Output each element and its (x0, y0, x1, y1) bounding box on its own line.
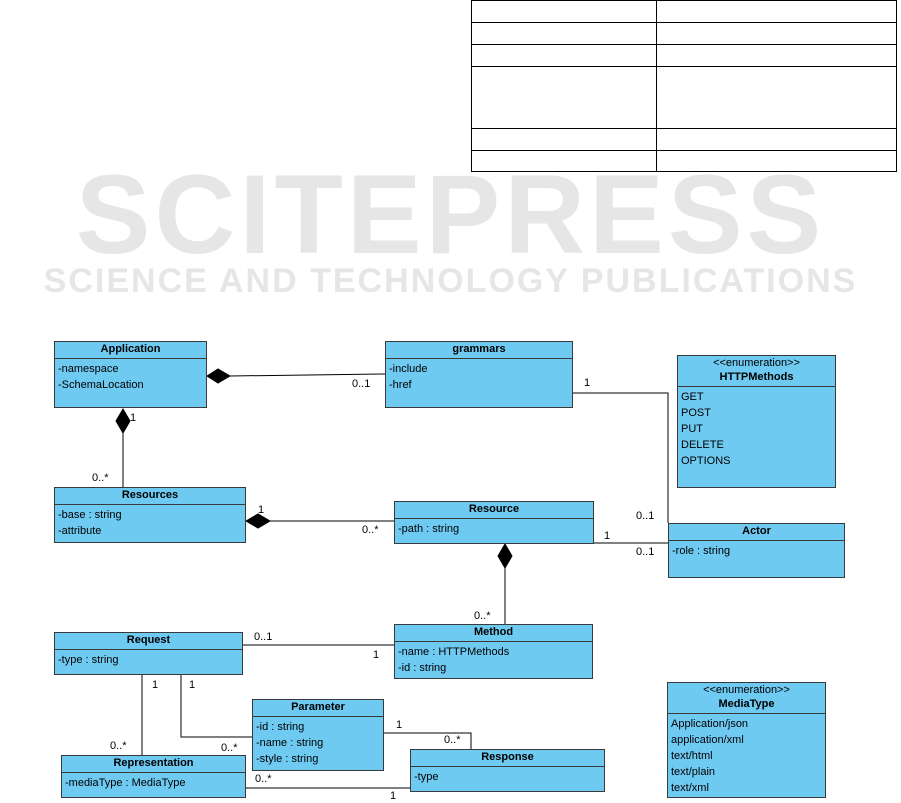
multiplicity-label: 1 (189, 679, 196, 691)
class-name: Response (411, 750, 604, 767)
multiplicity-label: 0..1 (636, 546, 655, 558)
class-attribute: -mediaType : MediaType (65, 777, 186, 789)
class-attribute: -SchemaLocation (58, 379, 144, 391)
class-name: HTTPMethods (678, 370, 835, 387)
class-attribute: -type (414, 771, 439, 783)
class-name: Method (395, 625, 592, 642)
table-row-line (472, 22, 896, 23)
class-request[interactable]: Request -type : string (54, 632, 243, 675)
class-name: Resources (55, 488, 245, 505)
header-table-grid (471, 0, 897, 172)
class-grammars[interactable]: grammars -include -href (385, 341, 573, 408)
class-name: Actor (669, 524, 844, 541)
enum-literal: application/xml (671, 734, 744, 746)
table-divider (656, 1, 657, 171)
enum-literal: text/plain (671, 766, 716, 778)
enum-literal: OPTIONS (681, 455, 731, 467)
class-attribute: -base : string (58, 509, 122, 521)
stereotype-label: <<enumeration>> (713, 357, 800, 369)
watermark-title: SCITEPRESS (75, 152, 826, 277)
class-attribute: -name : string (256, 737, 324, 749)
multiplicity-label: 0..* (92, 472, 109, 484)
class-attribute: -name : HTTPMethods (398, 646, 510, 658)
composition-diamond (245, 513, 271, 529)
multiplicity-label: 0..1 (254, 631, 273, 643)
watermark-subtitle: SCIENCE AND TECHNOLOGY PUBLICATIONS (43, 262, 858, 300)
table-row-line (472, 128, 896, 129)
class-name: MediaType (668, 697, 825, 714)
class-attribute: -namespace (58, 363, 119, 375)
class-attribute: -type : string (58, 654, 119, 666)
class-resource[interactable]: Resource -path : string (394, 501, 594, 544)
class-name: Representation (62, 756, 245, 773)
multiplicity-label: 1 (152, 679, 159, 691)
table-row-line (472, 44, 896, 45)
enum-literal: DELETE (681, 439, 724, 451)
class-resources[interactable]: Resources -base : string -attribute (54, 487, 246, 543)
stereotype-label: <<enumeration>> (703, 684, 790, 696)
class-attribute: -include (389, 363, 428, 375)
multiplicity-label: 1 (373, 649, 380, 661)
composition-diamond (497, 543, 513, 569)
multiplicity-label: 1 (130, 412, 137, 424)
class-name: Application (55, 342, 206, 359)
class-name: Parameter (253, 700, 383, 717)
class-representation[interactable]: Representation -mediaType : MediaType (61, 755, 246, 798)
class-name: grammars (386, 342, 572, 359)
class-attribute: -style : string (256, 753, 319, 765)
multiplicity-label: 0..1 (636, 510, 655, 522)
multiplicity-label: 1 (584, 377, 591, 389)
enum-literal: Application/json (671, 718, 749, 730)
multiplicity-label: 0..* (362, 524, 379, 536)
composition-diamond (206, 368, 231, 384)
table-row-line (472, 150, 896, 151)
class-parameter[interactable]: Parameter -id : string -name : string -s… (252, 699, 384, 771)
multiplicity-label: 0..* (444, 734, 461, 746)
multiplicity-label: 0..* (221, 742, 238, 754)
class-attribute: -path : string (398, 523, 460, 535)
class-actor[interactable]: Actor -role : string (668, 523, 845, 578)
class-name: Request (55, 633, 242, 650)
multiplicity-label: 1 (396, 719, 403, 731)
class-name: Resource (395, 502, 593, 519)
class-attribute: -id : string (398, 662, 447, 674)
multiplicity-label: 0..* (255, 773, 272, 785)
class-response[interactable]: Response -type (410, 749, 605, 792)
class-method[interactable]: Method -name : HTTPMethods -id : string (394, 624, 593, 679)
enum-literal: text/html (671, 750, 713, 762)
table-row-line (472, 66, 896, 67)
multiplicity-label: 1 (258, 504, 265, 516)
class-attribute: -role : string (672, 545, 731, 557)
class-attribute: -id : string (256, 721, 305, 733)
composition-diamond (115, 408, 131, 434)
multiplicity-label: 0..1 (352, 378, 371, 390)
enum-literal: GET (681, 391, 704, 403)
class-attribute: -href (389, 379, 412, 391)
enum-literal: POST (681, 407, 711, 419)
enum-literal: PUT (681, 423, 703, 435)
multiplicity-label: 0..* (110, 740, 127, 752)
enum-media-type[interactable]: <<enumeration>> MediaType Application/js… (667, 682, 826, 798)
multiplicity-label: 1 (604, 530, 611, 542)
enum-http-methods[interactable]: <<enumeration>> HTTPMethods GET POST PUT… (677, 355, 836, 488)
multiplicity-label: 1 (390, 790, 397, 802)
class-application[interactable]: Application -namespace -SchemaLocation (54, 341, 207, 408)
enum-literal: text/xml (671, 782, 709, 794)
multiplicity-label: 0..* (474, 610, 491, 622)
class-attribute: -attribute (58, 525, 102, 537)
